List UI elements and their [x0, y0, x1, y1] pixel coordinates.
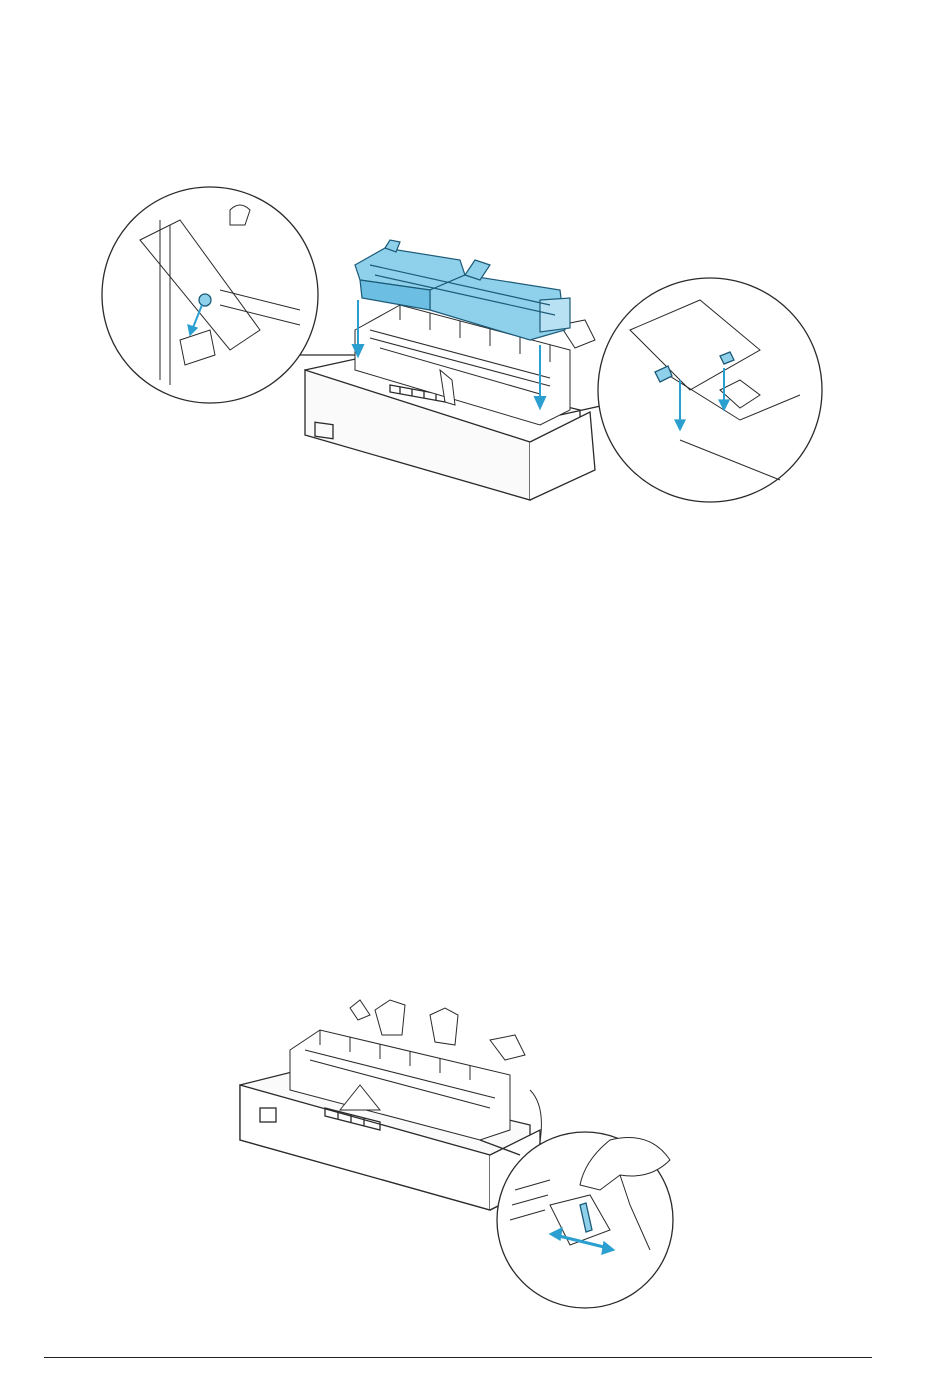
footer-rule — [44, 1357, 872, 1358]
adjust-lever-figure — [230, 990, 700, 1310]
adjust-lever-illustration — [230, 990, 700, 1310]
right-detail-callout — [560, 278, 822, 502]
ribbon-cartridge-illustration — [100, 180, 820, 520]
ribbon-cartridge-figure — [100, 180, 820, 520]
